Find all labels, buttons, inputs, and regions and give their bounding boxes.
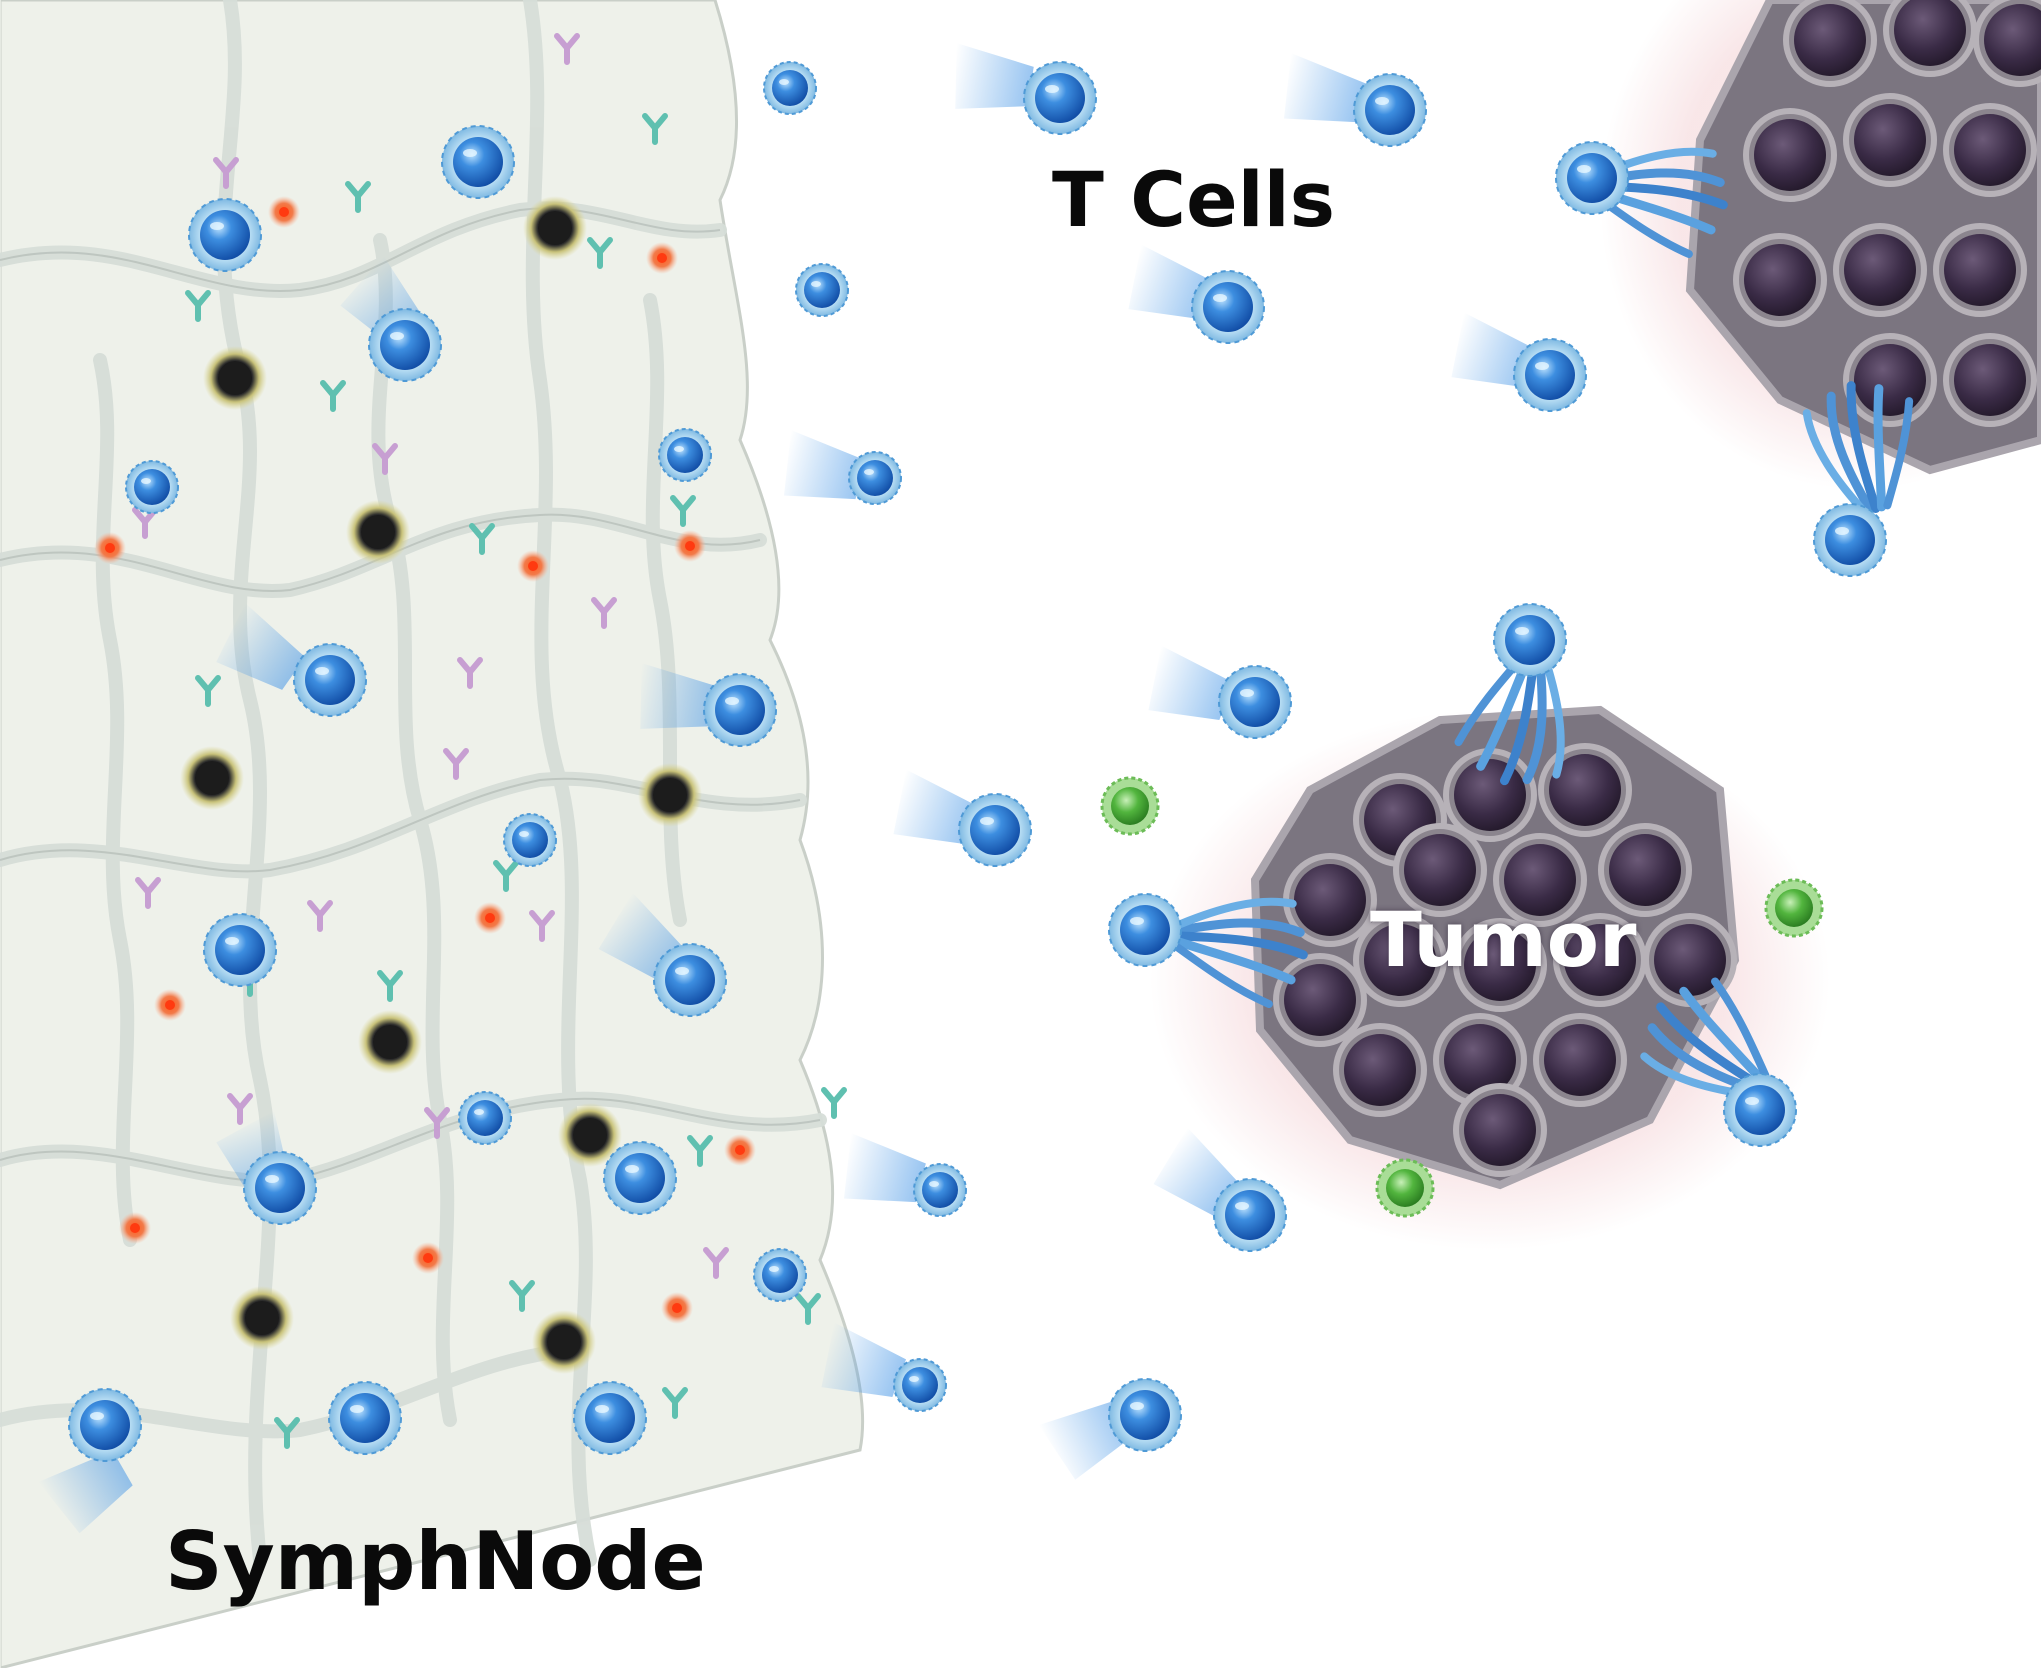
- tumor-label: Tumor: [1370, 895, 1637, 984]
- node-label: SymphNode: [165, 1515, 706, 1608]
- tumor-cluster: [1250, 705, 1740, 1190]
- t-cells-label: T Cells: [1052, 155, 1335, 244]
